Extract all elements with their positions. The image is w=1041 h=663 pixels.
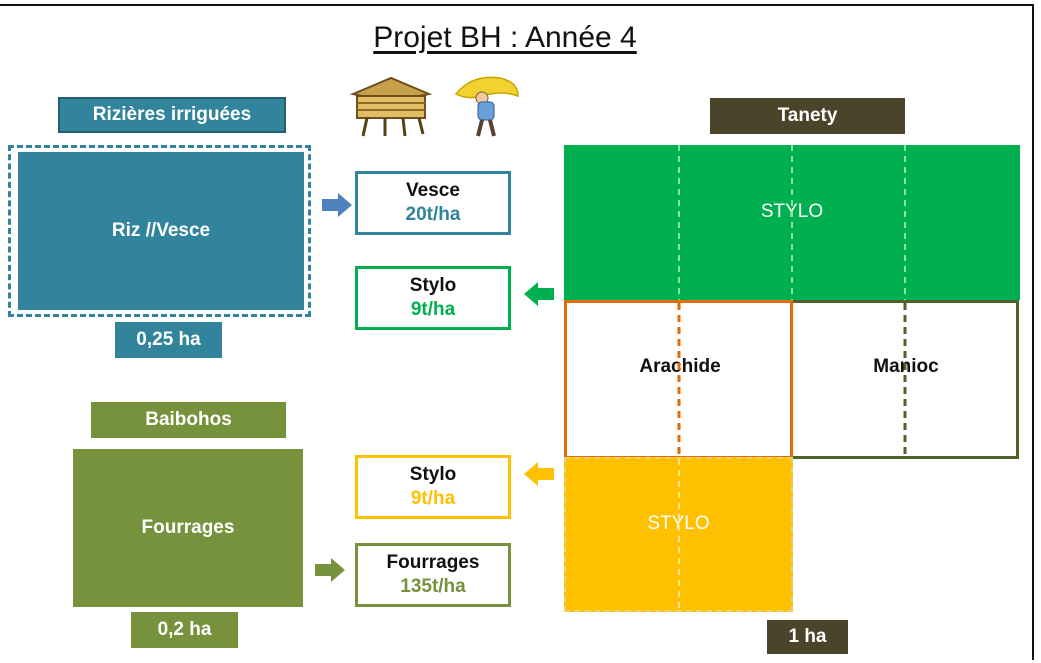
arrow-right-icon: [322, 193, 352, 217]
baibohos-field: Fourrages: [73, 449, 303, 607]
arrow-left-icon: [524, 462, 554, 486]
stylo-gold-yield-box: Stylo 9t/ha: [355, 455, 511, 519]
vesce-value: 20t/ha: [405, 204, 461, 225]
stylo-green-label: Stylo: [409, 275, 457, 296]
arrow-left-icon: [524, 282, 554, 306]
stylo-gold-label: Stylo: [409, 464, 457, 485]
stylo-green-yield-box: Stylo 9t/ha: [355, 266, 511, 330]
rizieres-field-outline: [8, 145, 311, 317]
fourrages-value: 135t/ha: [400, 576, 466, 597]
diagram-frame: [0, 4, 1034, 660]
rizieres-area: 0,25 ha: [115, 322, 222, 358]
stylo-gold-value: 9t/ha: [410, 488, 456, 509]
stylo-green-value: 9t/ha: [410, 299, 456, 320]
baibohos-header: Baibohos: [91, 402, 286, 438]
arrow-right-icon: [315, 558, 345, 582]
fourrages-label: Fourrages: [386, 552, 480, 573]
baibohos-area: 0,2 ha: [131, 612, 238, 648]
rizieres-header: Rizières irriguées: [58, 97, 286, 133]
rizieres-field: Riz //Vesce: [18, 152, 304, 310]
page-title: Projet BH : Année 4: [373, 21, 637, 54]
farmer-carrying-hay-icon: [452, 72, 522, 140]
tanety-header: Tanety: [710, 98, 905, 134]
vesce-yield-box: Vesce 20t/ha: [355, 171, 511, 235]
granary-icon: [345, 72, 437, 140]
tanety-area: 1 ha: [767, 620, 848, 654]
fourrages-yield-box: Fourrages 135t/ha: [355, 543, 511, 607]
vesce-label: Vesce: [406, 180, 460, 201]
